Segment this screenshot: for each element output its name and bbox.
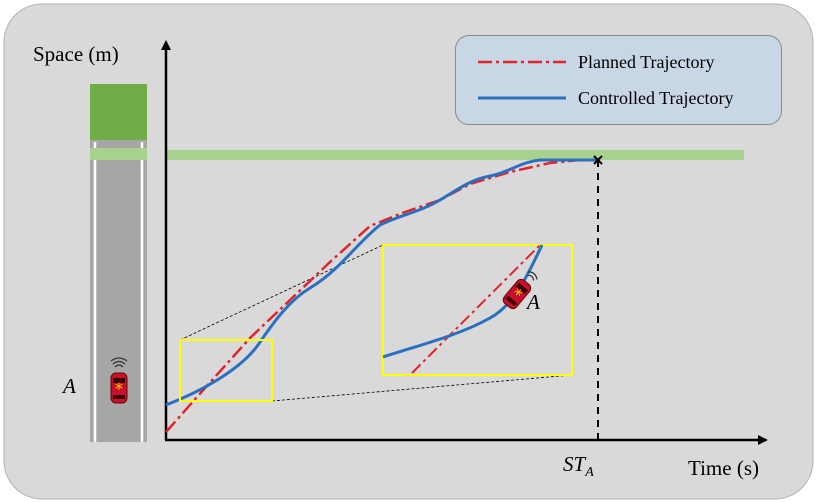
end-point-marker bbox=[593, 155, 603, 165]
st-label-sub: A bbox=[585, 465, 594, 481]
target-block bbox=[90, 84, 147, 140]
road-vehicle-label: A bbox=[63, 374, 76, 398]
target-band bbox=[167, 150, 744, 160]
zoom-source-box bbox=[179, 339, 273, 402]
zoom-detail-box bbox=[382, 244, 573, 376]
st-label: STA bbox=[563, 452, 594, 481]
st-label-main: ST bbox=[563, 452, 586, 476]
zoom-controlled-trajectory bbox=[382, 244, 544, 359]
legend-label-planned: Planned Trajectory bbox=[578, 52, 715, 72]
controlled-trajectory bbox=[165, 158, 598, 407]
panel-background bbox=[3, 3, 814, 500]
controlled-line-swatch-icon bbox=[478, 96, 566, 100]
road-target-band bbox=[90, 148, 147, 160]
planned-trajectory bbox=[165, 158, 598, 433]
legend-item-controlled: Controlled Trajectory bbox=[456, 84, 781, 114]
zoom-connector-bottom bbox=[271, 374, 573, 402]
x-axis-label: Time (s) bbox=[688, 456, 759, 480]
legend-label-controlled: Controlled Trajectory bbox=[578, 88, 734, 108]
svg-text:*: * bbox=[115, 379, 123, 398]
y-axis-label: Space (m) bbox=[33, 42, 119, 66]
zoom-connector-top bbox=[179, 244, 384, 341]
legend-item-planned: Planned Trajectory bbox=[456, 48, 781, 78]
zoom-vehicle-icon: * bbox=[502, 271, 538, 310]
zoom-planned-trajectory bbox=[411, 244, 541, 374]
zoom-vehicle-label: A bbox=[527, 290, 540, 314]
legend: Planned Trajectory Controlled Trajectory bbox=[455, 35, 782, 125]
road-vehicle-icon: * bbox=[110, 357, 128, 404]
planned-line-swatch-icon bbox=[478, 60, 566, 64]
road bbox=[90, 84, 147, 442]
